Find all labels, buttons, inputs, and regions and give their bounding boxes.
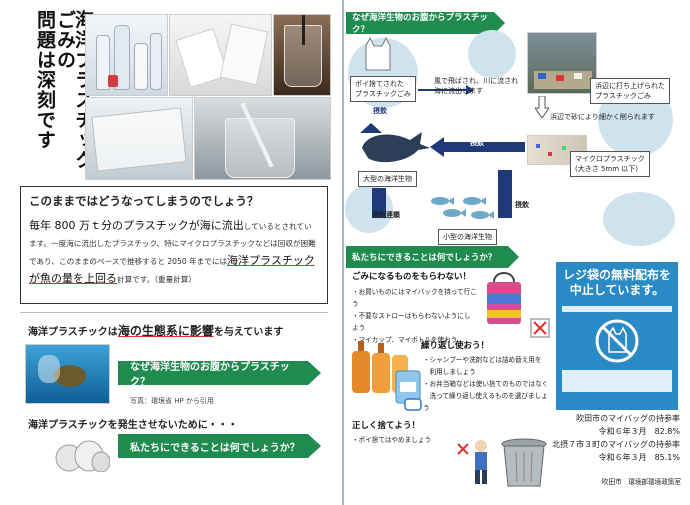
section-reuse-title: 繰り返し使おう！ (421, 339, 489, 351)
arrow-down-icon (534, 95, 550, 122)
list-item: 洗って繰り返し使えるものを選びましょう (423, 392, 548, 412)
section-dont-take: ごみになるものをもらわない！ ・お買いものにはマイバックを持って行こう ・不要な… (352, 270, 477, 346)
list-item: ・不要なストローはもらわないようにしよう (352, 312, 471, 332)
impact-prefix: 海洋プラスチックは (28, 327, 118, 338)
section-dont-take-title: ごみになるものをもらわない！ (352, 272, 472, 282)
photo-plastic-bags (169, 14, 272, 96)
photo-straw-glass (194, 97, 331, 180)
photo-credit: 写真：環境省 HP から引用 (130, 397, 214, 405)
plastic-bag-icon (362, 36, 394, 76)
label-sand-crush: 浜辺で砂により細かく削られます (550, 113, 655, 121)
question-box: このままではどうなってしまうのでしょう？ 毎年 800 万ｔ分のプラスチックが海… (20, 186, 328, 304)
department-credit: 吹田市 環境部環境政策室 (601, 478, 681, 486)
no-bag-sign-icon (562, 318, 672, 364)
title-line-2: 問題は深刻です (34, 10, 56, 150)
photo-plastic-bottles (85, 14, 168, 96)
no-straw-icon (530, 318, 550, 342)
right-banner-what: 私たちにできることは何でしょうか？ (346, 246, 519, 268)
arrow-right-icon (418, 80, 474, 99)
label-littered-bag: ポイ捨てされた プラスチックごみ (350, 76, 416, 102)
section-reuse-heading: 繰り返し使おう！ (421, 341, 490, 351)
body-text-2: 計算です。（重量計算） (117, 275, 196, 284)
stat-line: 令和６年３月 82.8% (598, 427, 680, 436)
question-body: 毎年 800 万ｔ分のプラスチックが海に流出しているとされています。一度海に流出… (29, 217, 319, 288)
bg-circle (468, 30, 516, 78)
lunchbox-icon (404, 396, 422, 415)
arrow-down-navy (498, 170, 512, 218)
stat-line: 吹田市のマイバッグの持参率 (576, 414, 680, 423)
list-item: ・お買いものにはマイバックを持って行こう (352, 288, 477, 308)
label-small-fish: 小型の海洋生物 (438, 229, 497, 245)
section-divider (20, 312, 328, 313)
arrow-label-eat-3: 摂飲 (515, 201, 529, 209)
list-item: 利用しましょう (423, 368, 476, 376)
small-fish-icon (428, 193, 498, 225)
arrow-label-eat-2: 摂飲 (470, 139, 484, 147)
impact-suffix: を与えています (213, 327, 284, 338)
section-dispose-list: ・ポイ捨てはやめましょう (352, 434, 452, 446)
arrow-food-chain-shaft (372, 188, 386, 218)
list-item: ・シャンプーや洗剤などは詰め替え用を (423, 356, 542, 364)
list-item: ・マイカップ、マイボトルを使おう (352, 336, 458, 344)
mybag-stats: 吹田市のマイバッグの持参率 令和６年３月 82.8% 北摂７市３町のマイバッグの… (500, 412, 680, 464)
arrow-left-navy (430, 137, 525, 161)
page-divider (342, 0, 344, 505)
photo-plastic-wrap (85, 97, 193, 180)
label-microplastics: マイクロプラスチック (大きさ 5mm 以下) (570, 151, 650, 177)
photo-beach-litter (527, 32, 597, 94)
label-big-fish: 大型の海洋生物 (358, 171, 417, 187)
label-beach-litter: 浜辺に打ち上げられた プラスチックごみ (590, 78, 670, 104)
eco-bag-icon (484, 268, 524, 330)
section-dispose-title: 正しく捨てよう！ (352, 421, 421, 431)
list-item: ・ポイ捨てはやめましょう (352, 436, 431, 444)
stat-line: 令和６年３月 85.1% (598, 453, 680, 462)
impact-heading: 海洋プラスチックは海の生態系に影響を与えています (28, 322, 328, 339)
arrow-label-eat-1: 摂飲 (373, 107, 387, 115)
bg-circle (603, 192, 675, 246)
garbage-bags-icon (55, 432, 111, 473)
prevent-heading: 海洋プラスチックを発生させないために・・・ (28, 420, 238, 431)
photo-turtle (25, 344, 110, 404)
body-emphasis-1: 毎年 800 万ｔ分のプラスチックが海に流出 (29, 219, 244, 232)
section-dispose: 正しく捨てよう！ ・ポイ捨てはやめましょう (352, 419, 452, 446)
vertical-title: 海洋プラスチックごみの 問題は深刻です (22, 10, 94, 180)
photo-plastic-cup (273, 14, 331, 96)
right-banner-why: なぜ海洋生物のお腹からプラスチック？ (346, 12, 505, 35)
arrow-up-navy (360, 118, 382, 137)
whale-icon (360, 126, 432, 172)
arrow-label-food-chain: 食物連鎖 (372, 211, 400, 219)
poster-title: レジ袋の無料配布を中止しています。 (562, 268, 671, 297)
no-littering-person-icon (455, 438, 495, 490)
section-dont-take-list: ・お買いものにはマイバックを持って行こう ・不要なストローはもらわないようにしよ… (352, 286, 477, 346)
body-text-1: しているとされています。一度海に流出したプラスチック、特にマイクロプラスチックな… (29, 222, 316, 266)
list-item: ・お弁当箱などは使い捨てのものではなく (423, 380, 549, 388)
question-heading: このままではどうなってしまうのでしょう？ (29, 194, 259, 208)
body-emphasis-2: 海洋プラスチックが魚の量を上回る (29, 254, 315, 285)
label-wind-river: 風で飛ばされ、川に流され 海に流出します (434, 77, 519, 95)
section-reuse-list: ・シャンプーや洗剤などは詰め替え用を 利用しましょう ・お弁当箱などは使い捨ての… (423, 354, 553, 414)
poster-no-free-bags: レジ袋の無料配布を中止しています。 (556, 262, 678, 410)
stat-line: 北摂７市３町のマイバッグの持参率 (552, 440, 680, 449)
impact-emphasis: 海の生態系に影響 (117, 324, 214, 338)
banner-why-plastic: なぜ海洋生物のお腹からプラスチック？ (118, 361, 321, 388)
banner-what-can-we-do: 私たちにできることは何でしょうか？ (118, 434, 321, 458)
trash-can-icon (500, 438, 548, 492)
